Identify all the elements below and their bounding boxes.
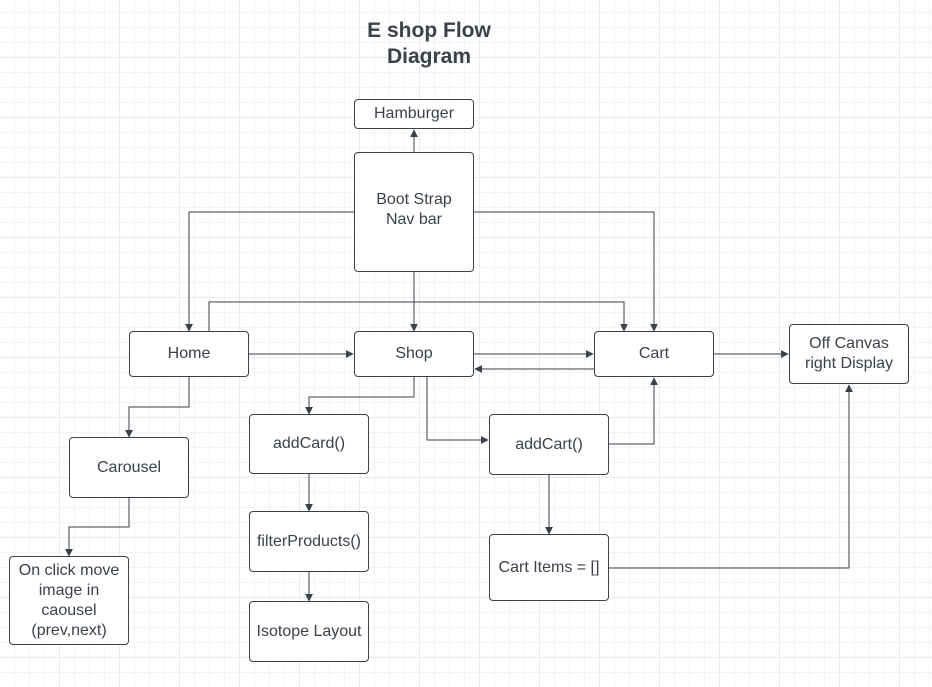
hamburger-label: Hamburger (373, 105, 455, 122)
edge-navbar-cart (474, 211, 658, 332)
home-label: Home (167, 345, 211, 362)
addcart-node: addCart() (489, 414, 609, 475)
edge-shop-addcart (426, 377, 489, 444)
isotope-node: Isotope Layout (249, 601, 369, 662)
cartitems-label: Cart Items = [] (498, 558, 600, 576)
edge-home-cart (208, 301, 628, 332)
offcanvas-label: Off Canvas right Display (804, 335, 894, 372)
offcanvas-node: Off Canvas right Display (789, 324, 909, 384)
carousel-node: Carousel (69, 437, 189, 498)
navbar-node: Boot Strap Nav bar (354, 152, 474, 272)
filter-node: filterProducts() (249, 511, 369, 572)
shop-label: Shop (395, 345, 433, 362)
edge-home-carousel (125, 377, 190, 438)
cart-node: Cart (594, 331, 714, 377)
diagram-title: E shop Flow Diagram (329, 18, 529, 70)
cart-label: Cart (638, 345, 670, 362)
addcard-node: addCard() (249, 414, 369, 474)
diagram-title-line-2: Diagram (386, 45, 472, 68)
addcart-label: addCart() (515, 435, 583, 453)
onclick-label: On click move image in caousel (prev,nex… (18, 561, 120, 639)
cartitems-node: Cart Items = [] (489, 534, 609, 601)
hamburger-node: Hamburger (354, 99, 474, 129)
onclick-node: On click move image in caousel (prev,nex… (9, 556, 129, 645)
home-node: Home (129, 331, 249, 377)
shop-node: Shop (354, 331, 474, 377)
edge-navbar-home (185, 211, 354, 332)
addcard-label: addCard() (272, 435, 346, 452)
navbar-label: Boot Strap Nav bar (376, 191, 452, 228)
carousel-label: Carousel (96, 458, 162, 476)
isotope-label: Isotope Layout (256, 622, 362, 640)
edge-addcart-cart (609, 377, 658, 445)
filter-label: filterProducts() (256, 532, 362, 550)
diagram-title-line-1: E shop Flow (367, 19, 491, 42)
edge-shop-addcard (305, 377, 415, 415)
edge-cartitems-offcanvas (609, 384, 853, 569)
edge-carousel-onclick (65, 498, 130, 557)
